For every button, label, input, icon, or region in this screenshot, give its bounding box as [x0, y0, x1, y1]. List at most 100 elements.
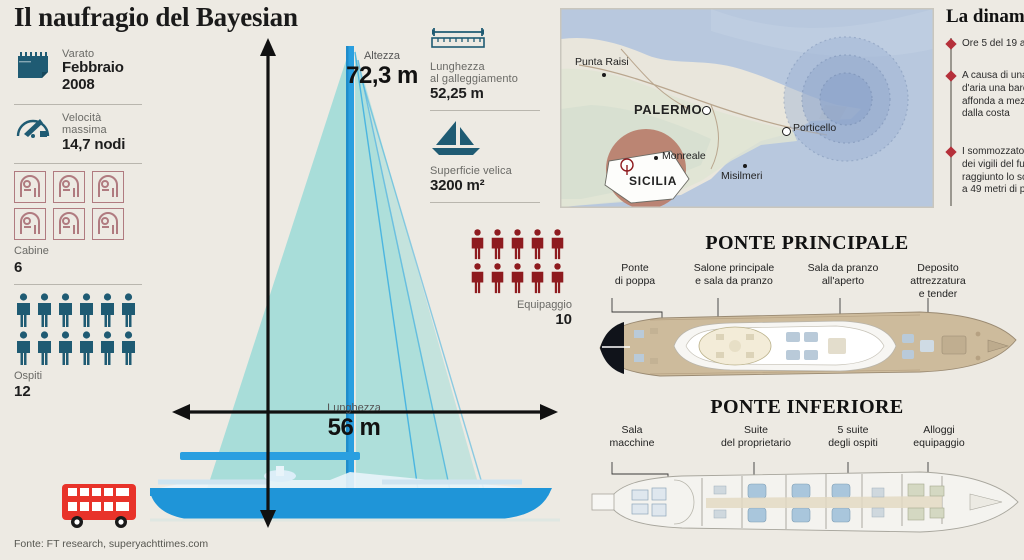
person-icon	[101, 292, 114, 327]
bed-icon	[53, 171, 85, 204]
map-label-sicilia: SICILIA	[629, 174, 678, 188]
person-icon	[59, 330, 72, 365]
callout-ponte-di-poppa: Ponte di poppa	[614, 262, 656, 287]
crew-value: 10	[555, 311, 572, 328]
calendar-icon	[14, 48, 54, 87]
divider	[14, 283, 142, 285]
person-icon	[471, 229, 483, 260]
guests-label: Ospiti	[14, 369, 43, 382]
sailboat-icon	[430, 119, 546, 162]
person-icon	[17, 292, 30, 327]
map-palermo[interactable]: Punta Raisi PALERMO Porticello Monreale …	[560, 8, 934, 208]
callout-salone-principale: Salone principale e sala da pranzo	[693, 262, 775, 287]
stat-label: Varato	[62, 48, 95, 60]
cabins-label: Cabine	[14, 245, 49, 258]
speedometer-icon	[14, 112, 54, 147]
person-icon	[80, 330, 93, 365]
person-icon	[491, 263, 503, 294]
bed-icon	[53, 208, 85, 241]
source-note: Fonte: FT research, superyachttimes.com	[14, 538, 209, 550]
crew-block: Equipaggio 10	[462, 228, 572, 328]
person-icon	[551, 263, 563, 294]
deck-plan-main	[590, 290, 1024, 387]
person-icon	[59, 292, 72, 327]
divider	[14, 103, 142, 105]
person-icon	[38, 330, 51, 365]
pictogram-row	[462, 262, 572, 294]
person-icon	[122, 292, 135, 327]
callout-alloggi-equipaggio: Alloggi equipaggio	[913, 424, 965, 449]
pictogram-row	[14, 292, 150, 328]
timeline-item: Ore 5 del 19 ag	[942, 38, 1024, 51]
deck-plan-lower	[590, 458, 1024, 549]
guests-block: Ospiti 12	[14, 292, 150, 400]
cabins-block: Cabine 6	[14, 171, 150, 276]
timeline-bullet-icon	[945, 146, 957, 158]
bed-icon	[14, 208, 46, 241]
person-icon	[531, 263, 543, 294]
stat-value: 14,7 nodi	[62, 135, 126, 153]
bed-icon	[14, 171, 46, 204]
callout-suite-proprietario: Suite del proprietario	[720, 424, 792, 449]
height-dimension-label: Altezza 72,3 m	[346, 50, 418, 89]
stat-value: 52,25 m	[430, 85, 484, 102]
person-icon	[80, 292, 93, 327]
timeline-title: La dinam	[946, 6, 1024, 27]
pictogram-row	[14, 330, 150, 366]
timeline-bullet-icon	[945, 70, 957, 82]
timeline-item: A causa di una d'aria una barca affonda …	[942, 70, 1024, 121]
stat-superficie-velica: Superficie velica 3200 m²	[430, 119, 546, 194]
timeline-axis	[950, 38, 952, 206]
cabins-value: 6	[14, 258, 23, 276]
map-dot-misilmeri	[743, 164, 747, 168]
timeline-bullet-icon	[945, 38, 957, 50]
bed-icon	[92, 208, 124, 241]
person-icon	[551, 229, 563, 260]
page-title: Il naufragio del Bayesian	[14, 2, 298, 32]
guests-pictogram	[14, 292, 150, 366]
timeline-item: I sommozzator dei vigili del fuo raggiun…	[942, 146, 1024, 197]
guests-value: 12	[14, 382, 31, 400]
map-label-misilmeri: Misilmeri	[721, 170, 763, 182]
person-icon	[471, 263, 483, 294]
map-ring-palermo	[702, 106, 711, 115]
crew-label: Equipaggio	[516, 299, 572, 311]
yacht-illustration: Altezza 72,3 m Lunghezza 56 m	[150, 20, 570, 530]
pictogram-row	[462, 228, 572, 260]
stat-value: 3200 m²	[430, 177, 485, 194]
person-icon	[101, 330, 114, 365]
person-icon	[511, 229, 523, 260]
cabins-grid	[14, 171, 150, 241]
length-dimension-label: Lunghezza 56 m	[327, 402, 381, 441]
callout-suite-ospiti: 5 suite degli ospiti	[828, 424, 878, 449]
map-label-porticello: Porticello	[793, 122, 837, 134]
callout-sala-da-pranzo-aperto: Sala da pranzo all'aperto	[807, 262, 879, 287]
map-label-punta-raisi: Punta Raisi	[575, 56, 629, 68]
person-icon	[511, 263, 523, 294]
callout-deposito-attrezzatura: Deposito attrezzatura e tender	[910, 262, 966, 300]
map-label-monreale: Monreale	[662, 150, 706, 162]
divider	[14, 163, 142, 165]
double-decker-bus-icon	[58, 478, 144, 535]
person-icon	[491, 229, 503, 260]
map-label-palermo: PALERMO	[634, 102, 703, 117]
map-dot-punta-raisi	[602, 73, 606, 77]
ruler-icon	[430, 26, 546, 57]
deck-title-main: PONTE PRINCIPALE	[705, 232, 909, 254]
map-dot-monreale	[654, 156, 658, 160]
timeline-panel: La dinam Ore 5 del 19 ag A causa di una …	[942, 6, 1024, 206]
stat-label: Superficie velica	[430, 165, 512, 177]
deck-title-lower: PONTE INFERIORE	[710, 396, 904, 418]
divider	[430, 110, 540, 111]
bed-icon	[92, 171, 124, 204]
divider	[430, 202, 540, 203]
map-ring-porticello	[782, 127, 791, 136]
person-icon	[122, 330, 135, 365]
